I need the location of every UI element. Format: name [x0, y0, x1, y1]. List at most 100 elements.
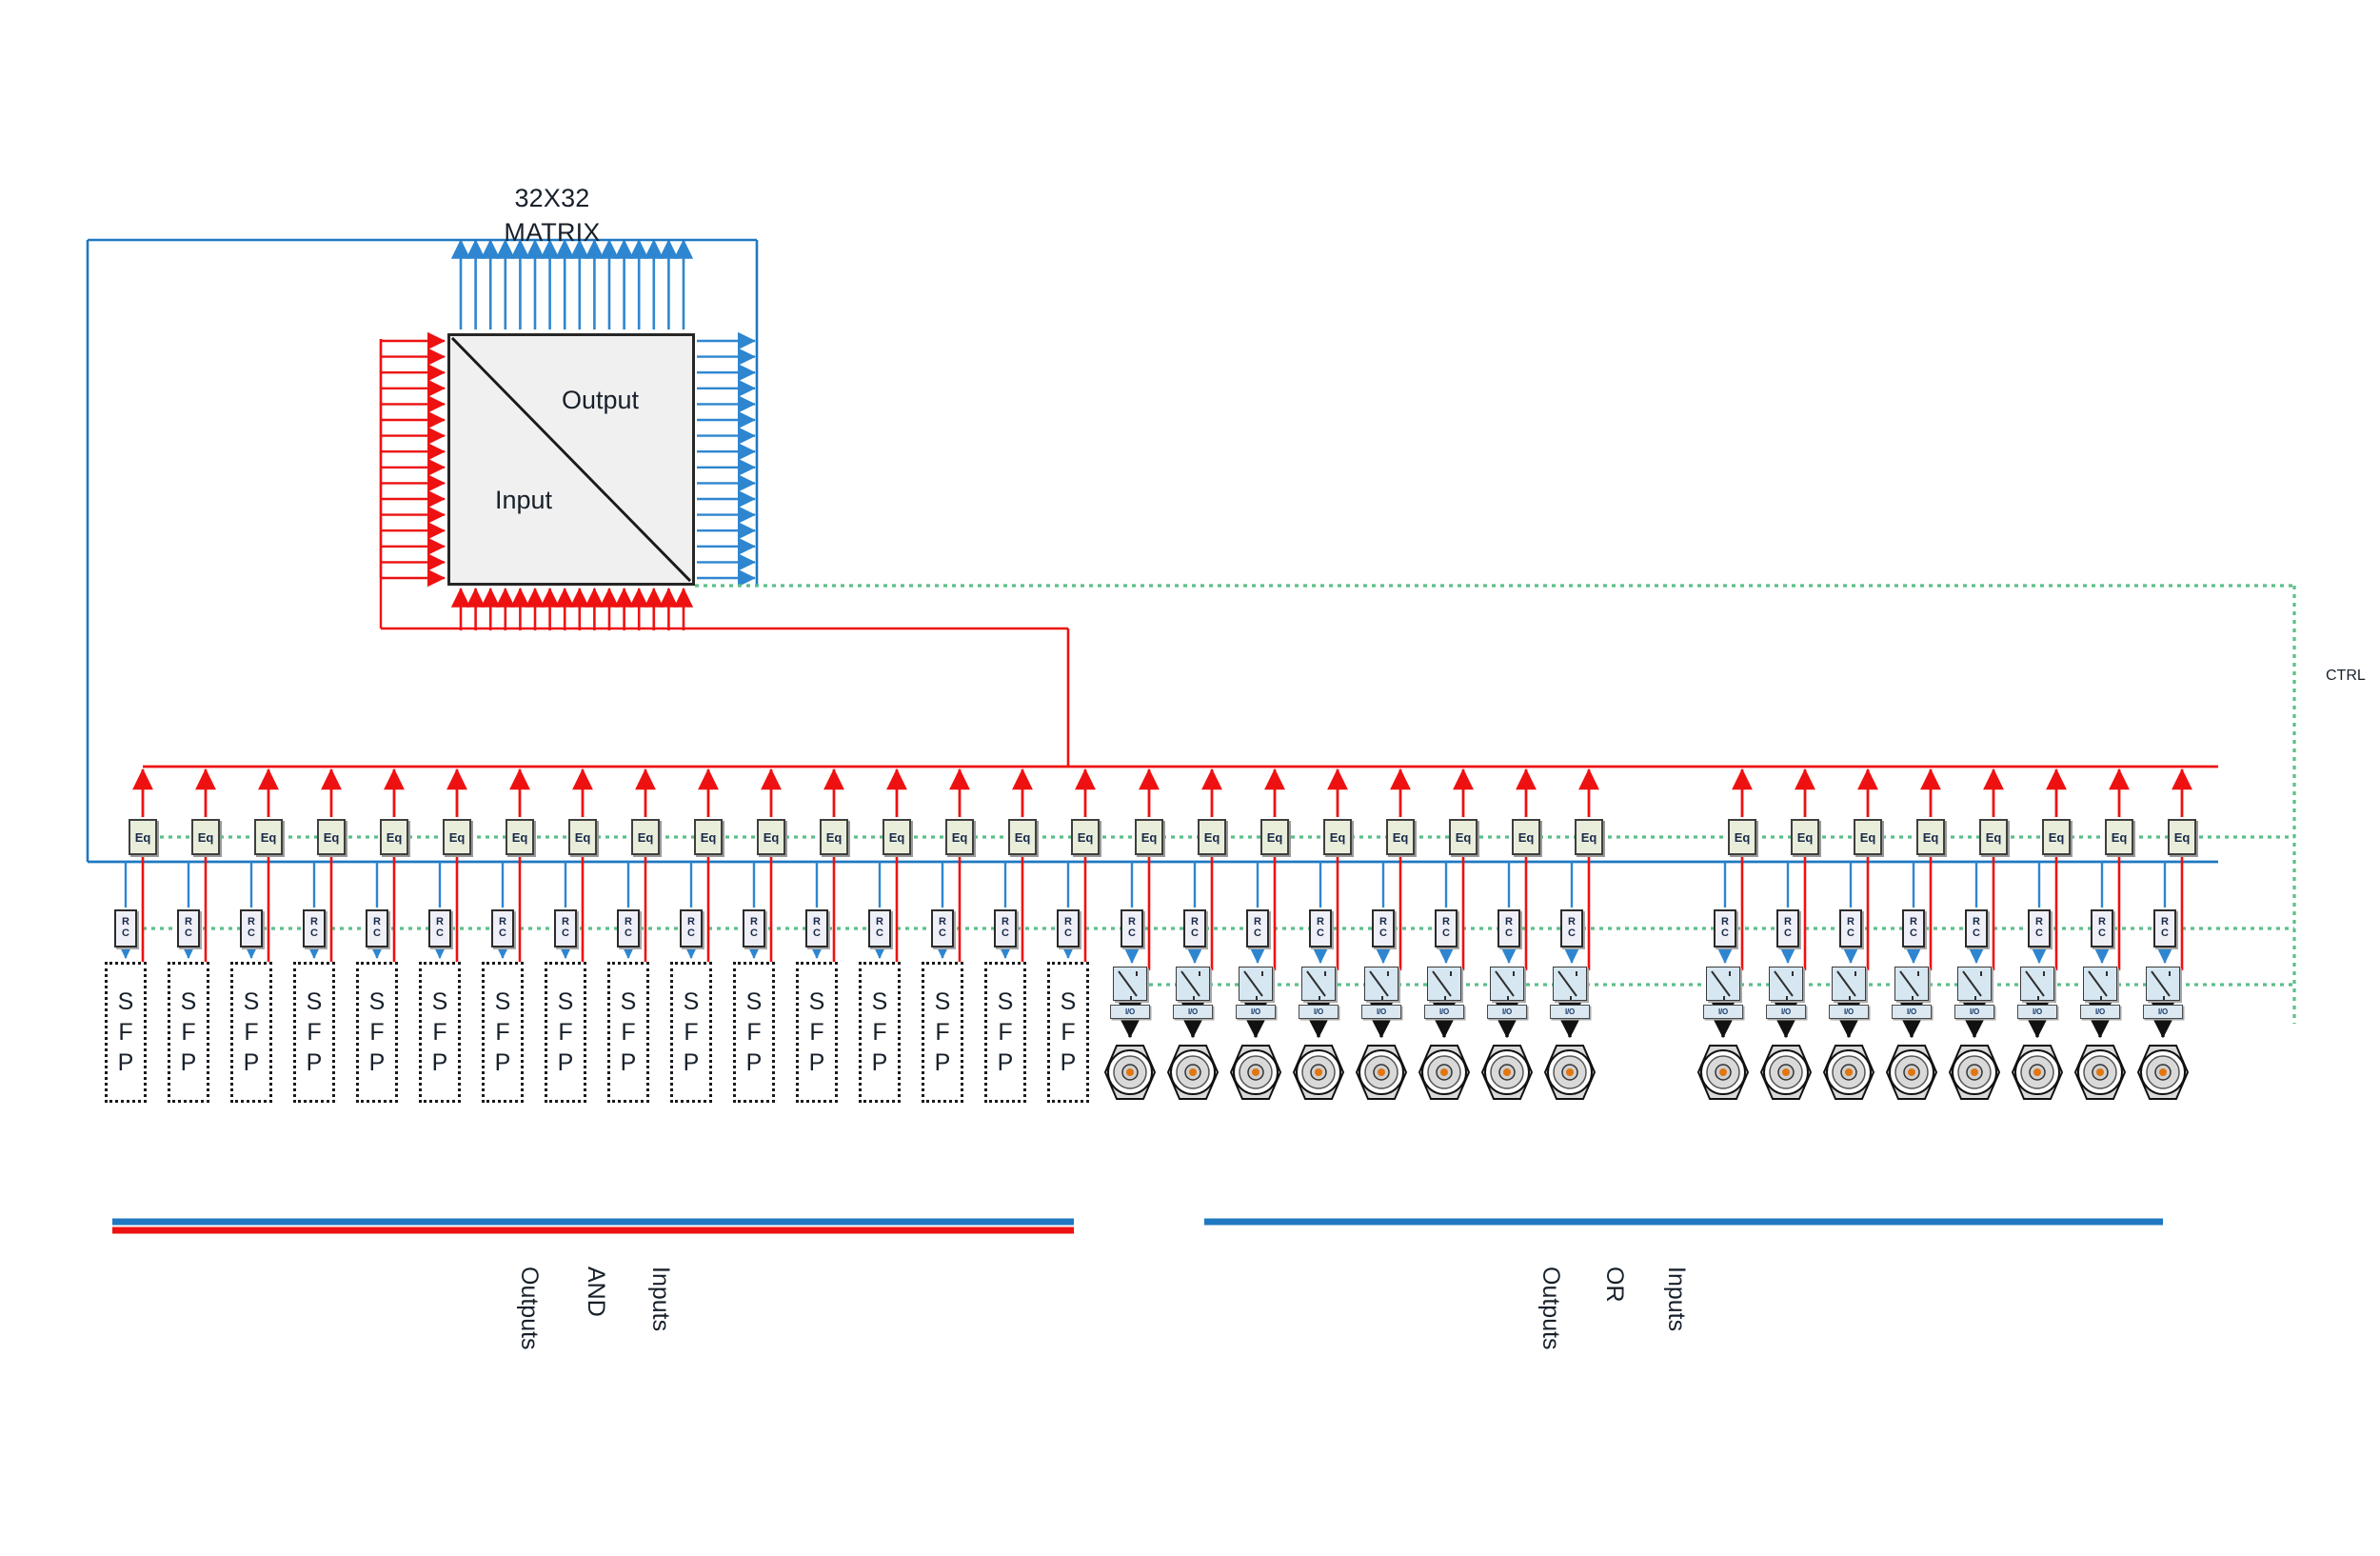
- eq-block-22[interactable]: Eq: [1449, 819, 1478, 855]
- io-tag-9[interactable]: I/O: [1703, 1005, 1743, 1019]
- switch-block-9[interactable]: [1706, 967, 1740, 1001]
- eq-block-31[interactable]: Eq: [2105, 819, 2133, 855]
- bnc-connector-13[interactable]: [1948, 1043, 2001, 1102]
- switch-block-15[interactable]: [2083, 967, 2117, 1001]
- eq-block-13[interactable]: Eq: [883, 819, 911, 855]
- bnc-connector-11[interactable]: [1822, 1043, 1875, 1102]
- eq-block-8[interactable]: Eq: [568, 819, 597, 855]
- eq-block-32[interactable]: Eq: [2168, 819, 2196, 855]
- eq-block-29[interactable]: Eq: [1979, 819, 2008, 855]
- switch-block-2[interactable]: [1176, 967, 1210, 1001]
- eq-block-1[interactable]: Eq: [129, 819, 157, 855]
- switch-block-4[interactable]: [1301, 967, 1336, 1001]
- bnc-connector-16[interactable]: [2136, 1043, 2190, 1102]
- switch-block-7[interactable]: [1490, 967, 1524, 1001]
- eq-block-16[interactable]: Eq: [1071, 819, 1100, 855]
- io-tag-4[interactable]: I/O: [1299, 1005, 1339, 1019]
- io-tag-7[interactable]: I/O: [1487, 1005, 1527, 1019]
- bnc-connector-2[interactable]: [1166, 1043, 1220, 1102]
- bnc-connector-5[interactable]: [1355, 1043, 1408, 1102]
- io-tag-11[interactable]: I/O: [1829, 1005, 1869, 1019]
- eq-block-26[interactable]: Eq: [1791, 819, 1819, 855]
- bnc-connector-6[interactable]: [1418, 1043, 1471, 1102]
- switch-block-11[interactable]: [1832, 967, 1866, 1001]
- eq-block-10[interactable]: Eq: [694, 819, 723, 855]
- bnc-connector-8[interactable]: [1543, 1043, 1597, 1102]
- switch-block-10[interactable]: [1769, 967, 1803, 1001]
- io-tag-2[interactable]: I/O: [1173, 1005, 1213, 1019]
- bnc-connector-7[interactable]: [1480, 1043, 1534, 1102]
- eq-block-24[interactable]: Eq: [1575, 819, 1603, 855]
- eq-block-2[interactable]: Eq: [191, 819, 220, 855]
- io-tag-12[interactable]: I/O: [1892, 1005, 1932, 1019]
- eq-block-19[interactable]: Eq: [1260, 819, 1289, 855]
- io-tag-3[interactable]: I/O: [1236, 1005, 1276, 1019]
- bnc-connector-14[interactable]: [2011, 1043, 2064, 1102]
- eq-block-14[interactable]: Eq: [945, 819, 974, 855]
- bnc-connector-9[interactable]: [1696, 1043, 1750, 1102]
- eq-block-25[interactable]: Eq: [1728, 819, 1756, 855]
- eq-block-7[interactable]: Eq: [506, 819, 534, 855]
- eq-block-30[interactable]: Eq: [2042, 819, 2071, 855]
- switch-block-8[interactable]: [1553, 967, 1587, 1001]
- eq-block-21[interactable]: Eq: [1386, 819, 1415, 855]
- eq-block-23[interactable]: Eq: [1512, 819, 1540, 855]
- bnc-connector-3[interactable]: [1229, 1043, 1282, 1102]
- switch-block-3[interactable]: [1239, 967, 1273, 1001]
- eq-block-15[interactable]: Eq: [1008, 819, 1037, 855]
- eq-block-11[interactable]: Eq: [757, 819, 785, 855]
- bnc-connector-1[interactable]: [1103, 1043, 1157, 1102]
- eq-block-18[interactable]: Eq: [1198, 819, 1226, 855]
- switch-block-1[interactable]: [1113, 967, 1147, 1001]
- io-tag-6[interactable]: I/O: [1424, 1005, 1464, 1019]
- switch-block-16[interactable]: [2146, 967, 2180, 1001]
- eq-block-4[interactable]: Eq: [317, 819, 346, 855]
- switch-block-14[interactable]: [2020, 967, 2054, 1001]
- io-tag-5[interactable]: I/O: [1361, 1005, 1401, 1019]
- io-tag-16[interactable]: I/O: [2143, 1005, 2183, 1019]
- bnc-connector-4[interactable]: [1292, 1043, 1345, 1102]
- bnc-connector-10[interactable]: [1759, 1043, 1813, 1102]
- eq-block-6[interactable]: Eq: [443, 819, 471, 855]
- eq-block-28[interactable]: Eq: [1916, 819, 1945, 855]
- switch-block-5[interactable]: [1364, 967, 1398, 1001]
- io-tag-10[interactable]: I/O: [1766, 1005, 1806, 1019]
- bnc-connector-15[interactable]: [2073, 1043, 2127, 1102]
